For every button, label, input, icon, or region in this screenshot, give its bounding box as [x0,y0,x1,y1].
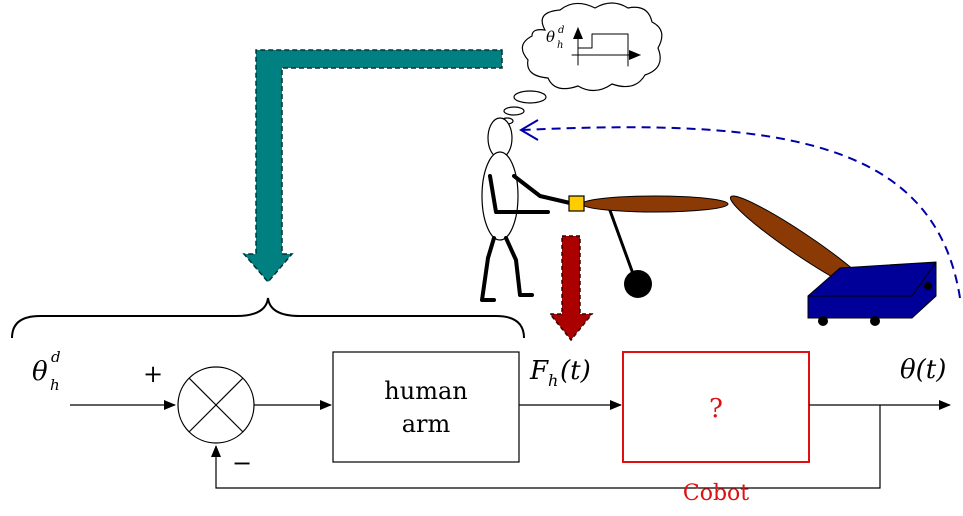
reference-theta-sup: d [51,348,61,366]
block-diagram [70,351,951,489]
cobot-block [622,351,810,463]
teal-intention-arrow [242,49,503,284]
output-theta: θ(t) [900,355,946,385]
human-arm-label-line1: human [384,377,467,405]
force-label: F [529,356,549,386]
summing-junction [177,366,255,444]
handle-icon [568,195,585,212]
force-label-arg: (t) [560,356,591,386]
cobot-unknown-mark: ? [709,394,723,424]
human-brace [11,297,525,339]
plus-sign: + [143,360,163,388]
minus-sign: − [232,449,252,477]
thought-theta-sub: h [557,40,563,51]
reference-theta-sub: h [50,376,60,394]
human-arm-block [332,351,520,463]
force-arrow [548,235,594,342]
cobot-caption: Cobot [683,481,749,506]
visual-feedback-arrow [519,119,961,299]
human-arm-label-line2: arm [402,410,451,438]
human-stick-figure-icon [480,117,572,302]
reference-theta: θ [32,357,48,387]
thought-theta-sup: d [558,25,564,36]
thought-bubble-icon: θ d h [500,2,663,125]
force-label-sub: h [548,371,558,390]
thought-theta-symbol: θ [546,28,555,46]
cart-icon [807,261,937,326]
